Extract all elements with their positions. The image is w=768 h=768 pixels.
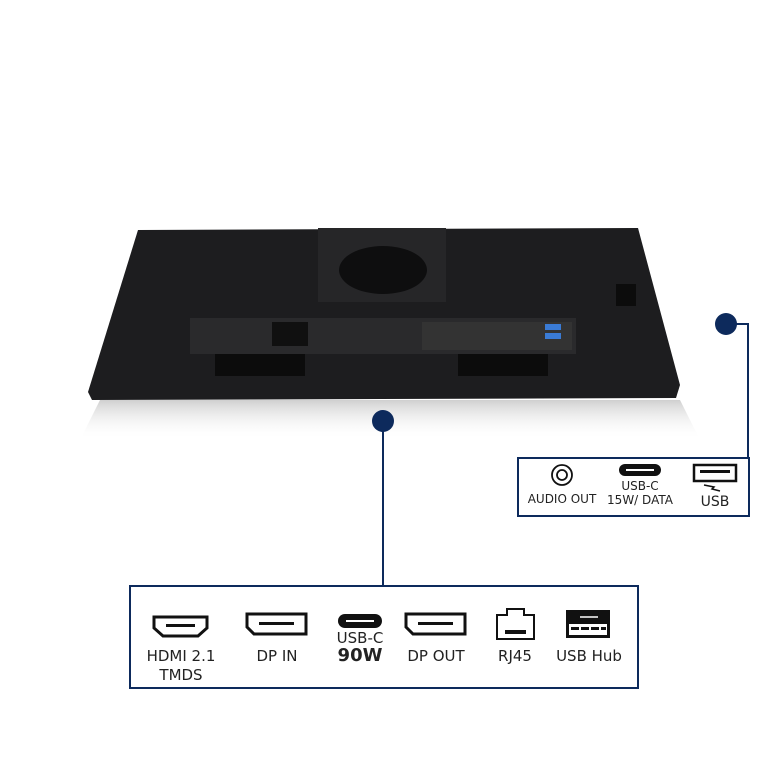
port-label: USB (701, 494, 730, 510)
recess (458, 354, 548, 376)
side-ports (616, 284, 636, 306)
bottom-callout: HDMI 2.1 TMDS DP IN USB-C 90W DP OUT RJ4… (129, 585, 639, 689)
audio-jack-icon (551, 464, 573, 486)
usb-port (545, 324, 561, 330)
recess (215, 354, 305, 376)
port-label: RJ45 (498, 647, 532, 665)
port-label: USB-C (621, 479, 658, 493)
monitor-back (80, 228, 700, 440)
port-label: 90W (338, 645, 383, 666)
side-callout: AUDIO OUT USB-C 15W/ DATA USB (517, 457, 750, 517)
port-label: TMDS (158, 666, 202, 684)
port-label: HDMI 2.1 (147, 647, 216, 665)
displayport-icon (404, 612, 467, 636)
usb-a-port-icon (692, 463, 738, 492)
port-label: USB Hub (556, 647, 622, 665)
callout-line (726, 323, 749, 458)
port-label: DP IN (256, 647, 297, 665)
usb-c-port-icon (619, 464, 661, 476)
port-label: 15W/ DATA (607, 493, 674, 507)
power-socket (272, 322, 308, 346)
callout-dot (372, 410, 394, 432)
rj45-port-icon (496, 608, 535, 640)
usb-a-port-icon (566, 610, 610, 638)
usb-port (545, 333, 561, 339)
usb-c-port-icon (338, 614, 382, 628)
stand-hole (339, 246, 427, 294)
port-label: DP OUT (407, 647, 465, 665)
displayport-icon (245, 612, 308, 636)
hdmi-port-icon (152, 615, 209, 638)
callout-dot (715, 313, 737, 335)
port-label: USB-C (337, 629, 384, 647)
port-label: AUDIO OUT (528, 492, 597, 506)
